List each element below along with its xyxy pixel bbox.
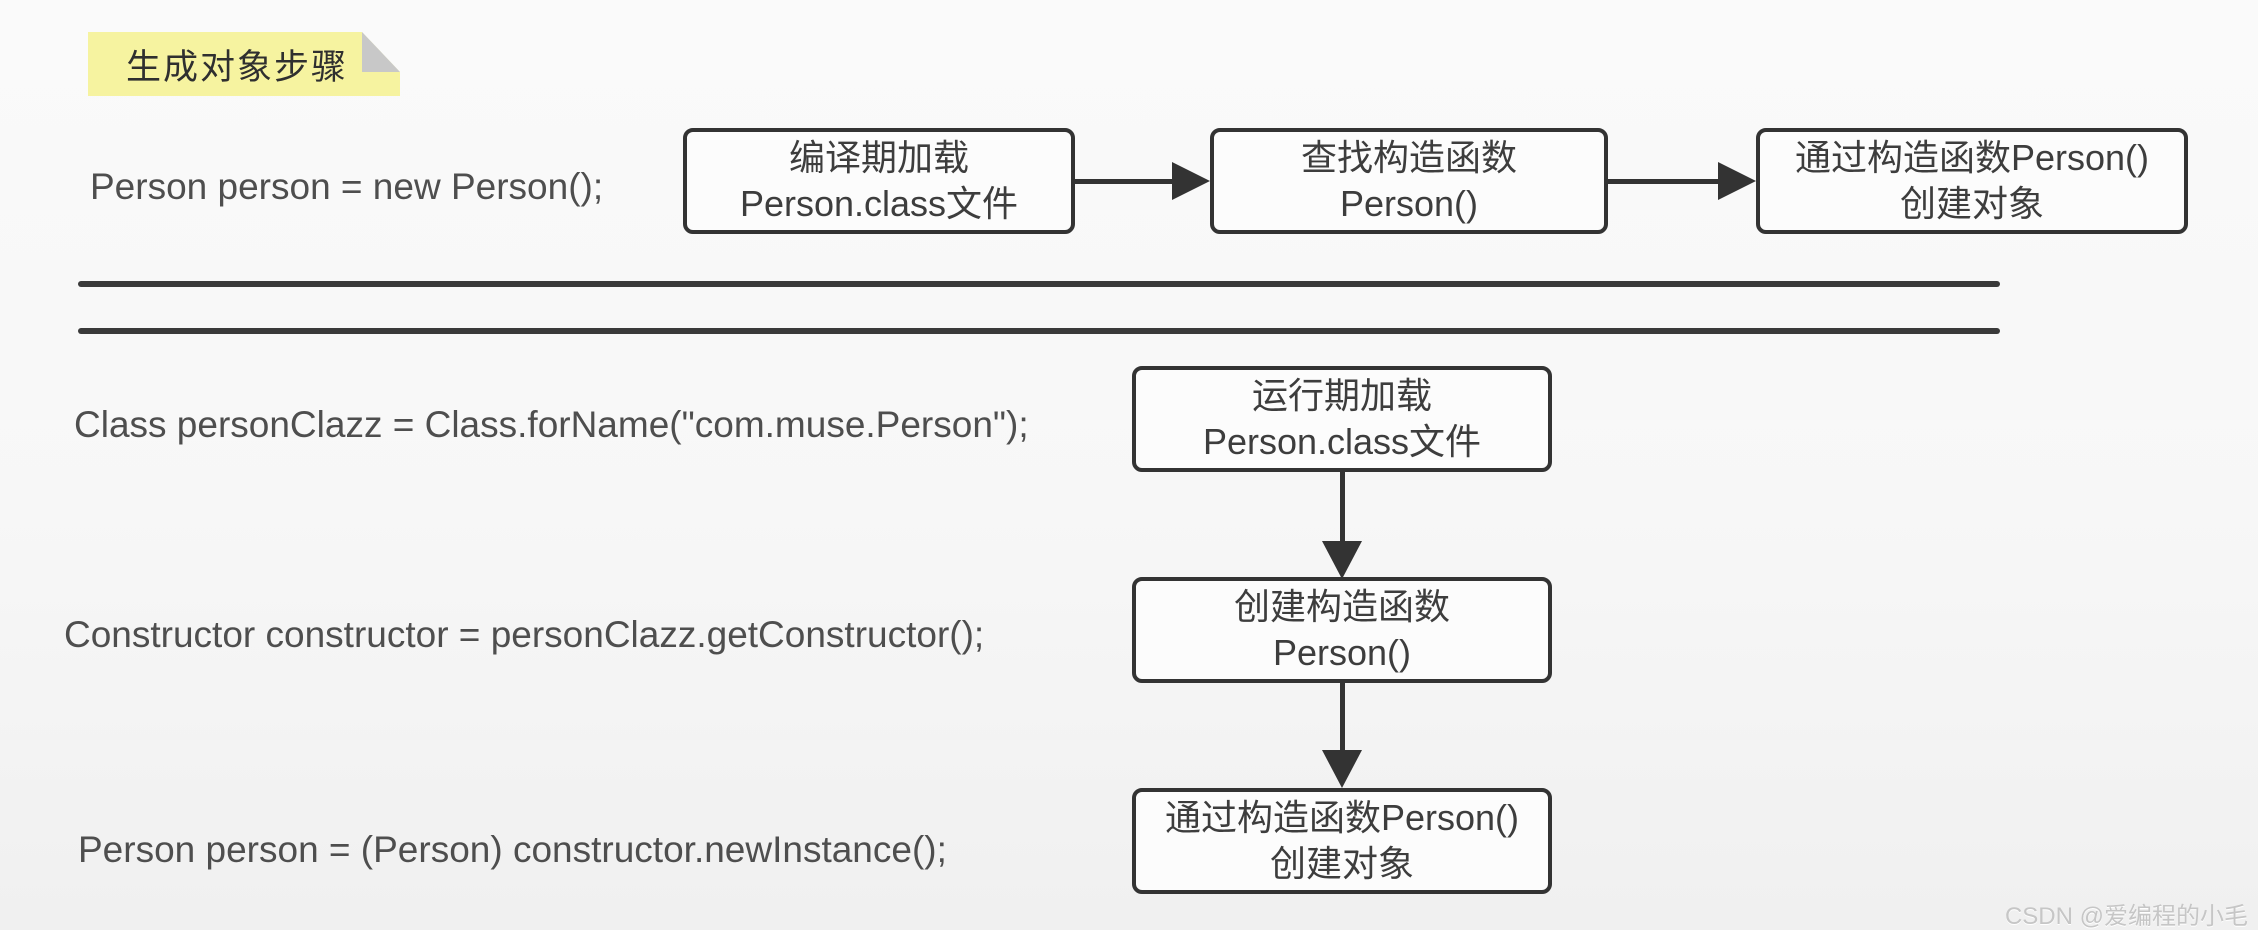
box-text-line2: 创建对象 [1899, 183, 2044, 224]
box-text-line2: Person() [1272, 632, 1412, 673]
sticky-note: 生成对象步骤 [88, 32, 400, 96]
arrow-right-shaft [1075, 179, 1175, 184]
box-text-line1: 创建构造函数 [1233, 586, 1450, 627]
flow-box-create-object-bottom: 通过构造函数Person() 创建对象 [1132, 788, 1552, 894]
flow-box-create-object-top: 通过构造函数Person() 创建对象 [1756, 128, 2188, 234]
box-text-line1: 运行期加载 [1251, 375, 1432, 416]
box-text-line2: Person.class文件 [1202, 421, 1482, 462]
arrow-right-icon [1718, 162, 1756, 200]
arrow-down-icon [1322, 541, 1362, 579]
arrow-right-icon [1172, 162, 1210, 200]
code-new-instance: Person person = (Person) constructor.new… [78, 829, 947, 870]
box-text-line2: Person.class文件 [739, 183, 1019, 224]
flow-box-runtime-load: 运行期加载 Person.class文件 [1132, 366, 1552, 472]
code-get-constructor: Constructor constructor = personClazz.ge… [64, 614, 985, 655]
box-text-line1: 通过构造函数Person() [1794, 137, 2150, 178]
arrow-down-shaft [1340, 472, 1345, 544]
box-text-line1: 查找构造函数 [1300, 137, 1517, 178]
box-text-line1: 通过构造函数Person() [1164, 797, 1520, 838]
note-title: 生成对象步骤 [125, 47, 348, 87]
arrow-right-shaft [1608, 179, 1720, 184]
note-fold-icon [362, 32, 400, 72]
box-text-line1: 编译期加载 [788, 137, 969, 178]
box-text-line2: Person() [1339, 183, 1479, 224]
divider-line-bottom [78, 328, 2000, 334]
arrow-down-icon [1322, 750, 1362, 788]
box-text-line2: 创建对象 [1269, 843, 1414, 884]
csdn-watermark: CSDN @爱编程的小毛 [2004, 903, 2248, 930]
flow-box-compile-load: 编译期加载 Person.class文件 [683, 128, 1075, 234]
flow-box-create-constructor: 创建构造函数 Person() [1132, 577, 1552, 683]
arrow-down-shaft [1340, 683, 1345, 753]
code-class-forname: Class personClazz = Class.forName("com.m… [74, 404, 1029, 445]
flow-box-find-constructor: 查找构造函数 Person() [1210, 128, 1608, 234]
divider-line-top [78, 281, 2000, 287]
code-new-person: Person person = new Person(); [90, 166, 604, 207]
